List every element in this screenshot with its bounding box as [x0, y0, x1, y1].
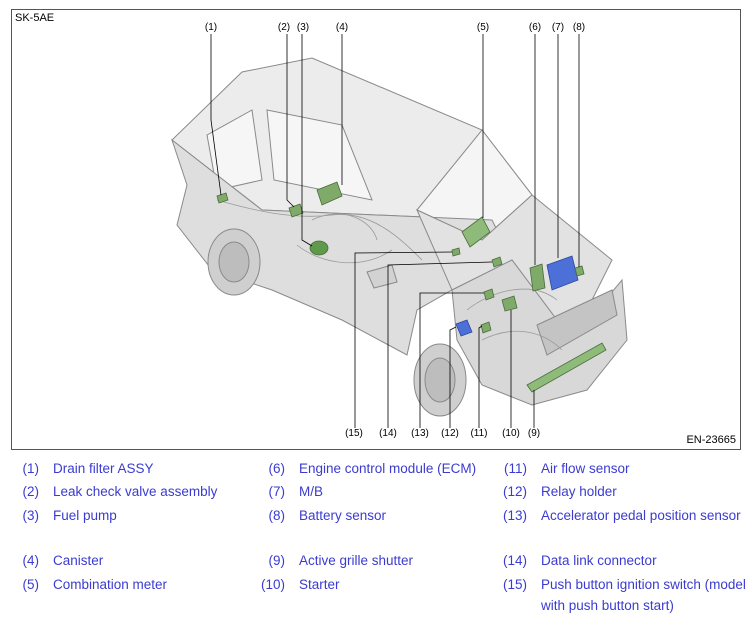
diagram-figure: (1) (2) (3) (4) (5) (6) (7) (8) (9) (10)…: [11, 9, 741, 450]
legend-number: (1): [22, 461, 40, 476]
legend-number: (15): [502, 577, 527, 592]
side-window-rear: [206, 109, 263, 191]
leader-3: [301, 34, 313, 247]
grille: [536, 289, 618, 356]
callout-3: (3): [297, 22, 309, 33]
legend-label: Leak check valve assembly: [53, 484, 218, 499]
internal-lines: [216, 199, 563, 351]
legend-label: Battery sensor: [299, 508, 387, 523]
legend-label: M/B: [299, 484, 324, 499]
car-body: [171, 57, 628, 417]
legend-label: Accelerator pedal position sensor: [541, 508, 741, 523]
legend-label: Relay holder: [541, 484, 617, 499]
legend-number: (2): [22, 484, 40, 499]
side-mirror: [366, 264, 398, 289]
legend-number: (3): [22, 508, 40, 523]
legend-number: (13): [502, 508, 527, 523]
legend-label: Canister: [53, 553, 104, 568]
legend-label: Starter: [299, 577, 340, 592]
legend-number: (6): [268, 461, 286, 476]
callout-12: (12): [441, 428, 459, 439]
side-window-front: [266, 109, 373, 201]
legend-number: (4): [22, 553, 40, 568]
leader-2: [286, 34, 295, 208]
leak-check-valve-shape: [288, 203, 304, 218]
legend-number: (11): [503, 461, 527, 476]
callout-labels: (1) (2) (3) (4) (5) (6) (7) (8) (9) (10)…: [205, 22, 585, 439]
callout-8: (8): [573, 22, 585, 33]
callout-5: (5): [477, 22, 489, 33]
ecm-shape: [529, 263, 546, 292]
accelerator-pedal-sensor-shape: [483, 288, 495, 301]
leader-12: [449, 326, 457, 428]
callout-4: (4): [336, 22, 348, 33]
legend-label: Combination meter: [53, 577, 168, 592]
figure-reference: EN-23665: [686, 434, 736, 446]
leader-11: [478, 325, 483, 428]
leader-lines: [210, 34, 580, 428]
callout-2: (2): [278, 22, 290, 33]
battery-sensor-shape: [574, 265, 585, 277]
drain-filter-assy-shape: [216, 192, 229, 204]
component-legend: (1) Drain filter ASSY (2) Leak check val…: [0, 458, 751, 643]
legend-number: (12): [502, 484, 527, 499]
callout-14: (14): [379, 428, 397, 439]
relay-holder-shape: [455, 319, 473, 337]
callout-1: (1): [205, 22, 217, 33]
air-flow-sensor-shape: [480, 321, 492, 334]
legend-label: Air flow sensor: [541, 461, 630, 476]
legend-number: (14): [502, 553, 527, 568]
leader-15: [354, 251, 453, 428]
legend-label: Engine control module (ECM): [299, 461, 477, 476]
callout-11: (11): [470, 428, 487, 439]
legend-number: (7): [268, 484, 286, 499]
legend-label: Fuel pump: [53, 508, 117, 523]
legend-number: (5): [22, 577, 40, 592]
car-side-body: [171, 138, 513, 356]
callout-15: (15): [345, 428, 363, 439]
leader-14: [387, 261, 493, 428]
active-grille-shutter-shape: [526, 342, 607, 393]
legend-number: (8): [268, 508, 286, 523]
mb-shape: [546, 255, 579, 291]
leader-13: [419, 292, 484, 428]
fuel-pump-shape: [309, 240, 329, 256]
callout-7: (7): [552, 22, 564, 33]
leader-1: [210, 34, 222, 196]
callout-10: (10): [502, 428, 520, 439]
legend-number: (10): [260, 577, 285, 592]
callout-9: (9): [528, 428, 540, 439]
legend-label: Active grille shutter: [299, 553, 414, 568]
legend-label: Push button ignition switch (model with …: [541, 577, 746, 613]
callout-13: (13): [411, 428, 429, 439]
legend-number: (9): [268, 553, 286, 568]
data-link-connector-shape: [491, 256, 503, 268]
vehicle-component-diagram: (1) (2) (3) (4) (5) (6) (7) (8) (9) (10)…: [171, 22, 628, 439]
legend-label: Data link connector: [541, 553, 657, 568]
combination-meter-shape: [461, 216, 491, 248]
callout-6: (6): [529, 22, 541, 33]
components: [216, 181, 607, 393]
starter-shape: [501, 295, 518, 312]
push-button-switch-shape: [451, 247, 461, 257]
figure-code: SK-5AE: [15, 12, 55, 24]
canister-shape: [316, 181, 343, 206]
legend-label: Drain filter ASSY: [53, 461, 154, 476]
